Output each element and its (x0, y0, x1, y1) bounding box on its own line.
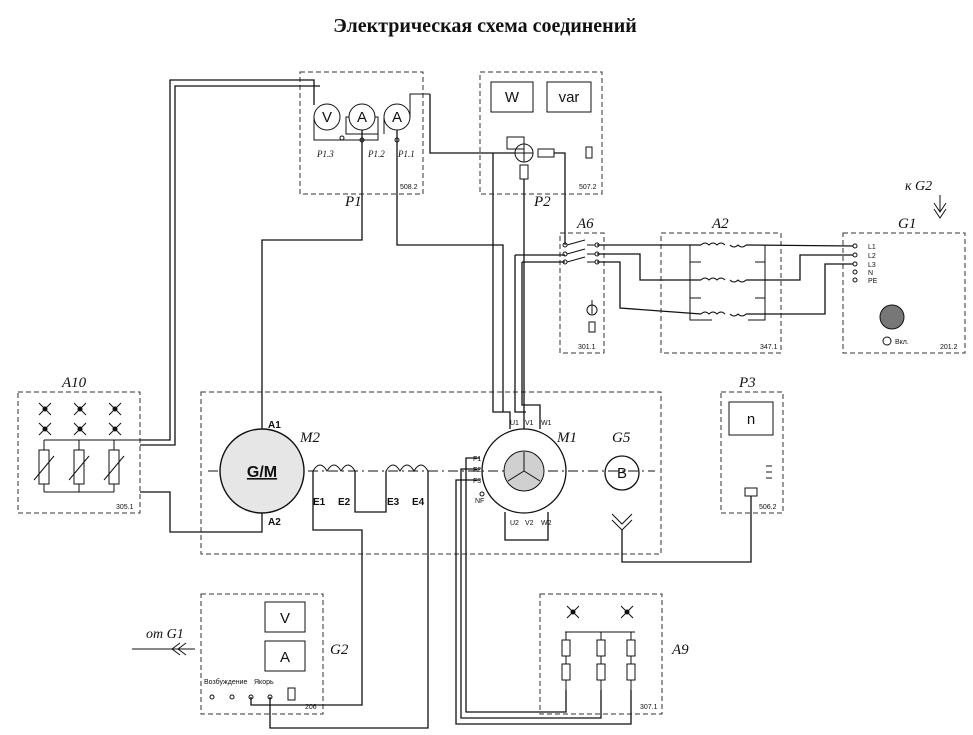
m1-terminal-f2: F2 (473, 467, 481, 474)
m2-terminal-e2: E2 (338, 497, 351, 508)
g5-symbol: B (617, 465, 627, 482)
m1-terminal-u1: U1 (510, 420, 519, 427)
m1-terminal-v2: V2 (525, 520, 534, 527)
g5-label: G5 (612, 430, 631, 446)
g1-terminal-l1: L1 (868, 244, 876, 251)
m1-terminal-w1: W1 (541, 420, 552, 427)
m2-terminal-e1: E1 (313, 497, 326, 508)
m2-terminal-e4: E4 (412, 497, 425, 508)
p3-code: 506.2 (759, 504, 777, 511)
g1-to-g2-label: к G2 (905, 179, 932, 194)
wiring (140, 79, 854, 729)
module-a9: A9 307.1 (539, 593, 689, 715)
p1-1-label: P1.1 (397, 149, 415, 159)
voltmeter-p1-3: V (322, 109, 332, 126)
module-g1: L1 L2 L3 N PE Вкл. 201.2 G1 к G2 (842, 179, 966, 354)
a10-code: 305.1 (116, 504, 134, 511)
m1-terminal-v1: V1 (525, 420, 534, 427)
m1-terminal-nf: NF (475, 498, 484, 505)
p1-3-label: P1.3 (316, 149, 334, 159)
module-a10: A10 305.1 (17, 375, 150, 514)
g2-code: 206 (305, 704, 317, 711)
a10-label: A10 (61, 375, 87, 391)
m2-terminal-e3: E3 (387, 497, 400, 508)
g1-terminal-n: N (868, 270, 873, 277)
m1-terminal-f1: F1 (473, 456, 481, 463)
speed-indicator: n (747, 411, 755, 428)
a6-code: 301.1 (578, 344, 596, 351)
p1-code: 508.2 (400, 184, 418, 191)
module-g2: G2 V A Возбуждение Якорь 206 от G1 (132, 593, 349, 715)
module-p1: V A A P1.3 P1.2 P1.1 508.2 P1 (299, 71, 430, 210)
g1-terminal-pe: PE (868, 278, 878, 285)
m2-terminal-a2: A2 (268, 517, 281, 528)
g1-terminal-l3: L3 (868, 262, 876, 269)
g2-label: G2 (330, 642, 349, 658)
p2-label: P2 (533, 194, 551, 210)
a2-code: 347.1 (760, 344, 778, 351)
m1-terminal-u2: U2 (510, 520, 519, 527)
m2-symbol: G/M (247, 464, 277, 481)
g1-power-label: Вкл. (895, 339, 909, 346)
wattmeter: W (505, 89, 520, 106)
m1-terminal-f3: F3 (473, 478, 481, 485)
module-p3: P3 n 506.2 (720, 375, 784, 514)
m1-label: M1 (556, 430, 577, 446)
g1-label: G1 (898, 216, 916, 232)
a9-code: 307.1 (640, 704, 658, 711)
diagram-title: Электрическая схема соединений (333, 15, 637, 37)
g2-voltmeter: V (280, 610, 290, 627)
g1-power-indicator-icon (882, 336, 892, 346)
p3-label: P3 (738, 375, 756, 391)
p1-label: P1 (344, 194, 362, 210)
g2-ammeter: A (280, 649, 290, 666)
p1-2-label: P1.2 (367, 149, 385, 159)
m2-label: M2 (299, 430, 320, 446)
ammeter-p1-1: A (392, 109, 402, 126)
varmeter: var (559, 89, 580, 106)
g1-terminal-l2: L2 (868, 253, 876, 260)
a9-lamp-icons (566, 605, 634, 619)
g2-from-g1-label: от G1 (146, 627, 184, 642)
module-a6: 301.1 A6 (559, 216, 605, 354)
ammeter-p1-2: A (357, 109, 367, 126)
machine-m2: G/M M2 A1 A2 E1 E2 E3 E4 (219, 420, 429, 528)
a2-label: A2 (711, 216, 729, 232)
module-a2: 347.1 A2 (660, 216, 782, 354)
g2-excitation-label: Возбуждение (204, 678, 247, 686)
machine-m1: M1 U1 V1 W1 U2 V2 W2 F1 F2 F3 NF (473, 420, 577, 527)
a10-lamp-icons (38, 402, 122, 436)
g2-armature-label: Якорь (254, 679, 274, 686)
module-p2: W var 507.2 P2 (479, 71, 603, 210)
a6-label: A6 (576, 216, 594, 232)
p2-code: 507.2 (579, 184, 597, 191)
g1-emergency-button-icon[interactable] (879, 304, 905, 330)
g1-code: 201.2 (940, 344, 958, 351)
a9-label: A9 (671, 642, 689, 658)
machine-g5: B G5 (604, 430, 640, 531)
m1-terminal-w2: W2 (541, 520, 552, 527)
m2-terminal-a1: A1 (268, 420, 281, 431)
